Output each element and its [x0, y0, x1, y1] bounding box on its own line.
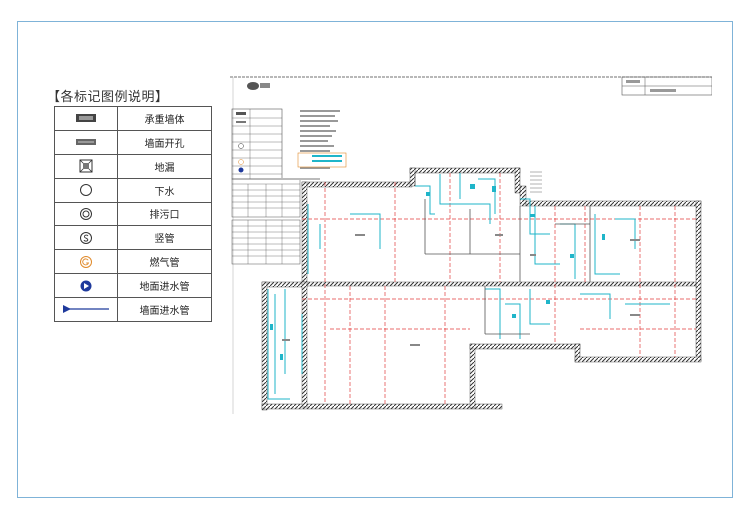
legend-label: 墙面进水管	[117, 297, 212, 322]
interior-partitions	[414, 173, 591, 335]
floor-drain-icon	[79, 159, 93, 173]
legend-row: 墙面进水管	[54, 297, 212, 322]
legend-label: 下水	[117, 177, 212, 203]
axis-lines	[302, 173, 696, 404]
drawing-logo	[247, 82, 270, 90]
drawing-notes	[300, 110, 340, 169]
legend-label: 墙面开孔	[117, 129, 212, 155]
gas-pipe-icon	[80, 255, 92, 268]
room-label-marks	[282, 234, 640, 346]
bearing-wall-icon	[76, 113, 96, 122]
legend-row: 墙面开孔	[54, 129, 212, 155]
legend-row: 燃气管	[54, 249, 212, 275]
area-table-1	[231, 178, 320, 218]
wall-opening-icon	[76, 138, 96, 145]
bearing-walls	[261, 167, 702, 411]
legend-row: 地漏	[54, 153, 212, 179]
area-table-2	[231, 219, 301, 265]
floor-water-inlet-icon	[80, 280, 92, 292]
sewage-outlet-icon	[80, 207, 92, 220]
legend-row: 地面进水管	[54, 273, 212, 298]
drawing-notes-box	[297, 152, 347, 168]
floor-plan-drawing	[230, 76, 712, 414]
pipe-fixtures	[270, 184, 605, 360]
legend-label: 燃气管	[117, 249, 212, 275]
page-frame	[17, 21, 733, 498]
legend-label: 地面进水管	[117, 273, 212, 298]
wall-water-inlet-icon	[63, 305, 109, 313]
legend-row: 下水	[54, 177, 212, 203]
drain-circle-icon	[80, 184, 92, 197]
legend-title: 【各标记图例说明】	[47, 90, 169, 105]
legend-label: 承重墙体	[117, 106, 212, 131]
legend-label: 排污口	[117, 201, 212, 227]
legend-row: 竖管	[54, 225, 212, 251]
legend-label: 地漏	[117, 153, 212, 179]
stair-hatch	[530, 171, 542, 193]
legend-row: 承重墙体	[54, 106, 212, 131]
vertical-pipe-icon	[80, 231, 92, 244]
legend-table: 承重墙体 墙面开孔 地漏 下水	[54, 106, 212, 322]
drawing-mini-legend	[231, 108, 283, 180]
legend-label: 竖管	[117, 225, 212, 251]
title-block	[621, 76, 712, 96]
legend-row: 排污口	[54, 201, 212, 227]
